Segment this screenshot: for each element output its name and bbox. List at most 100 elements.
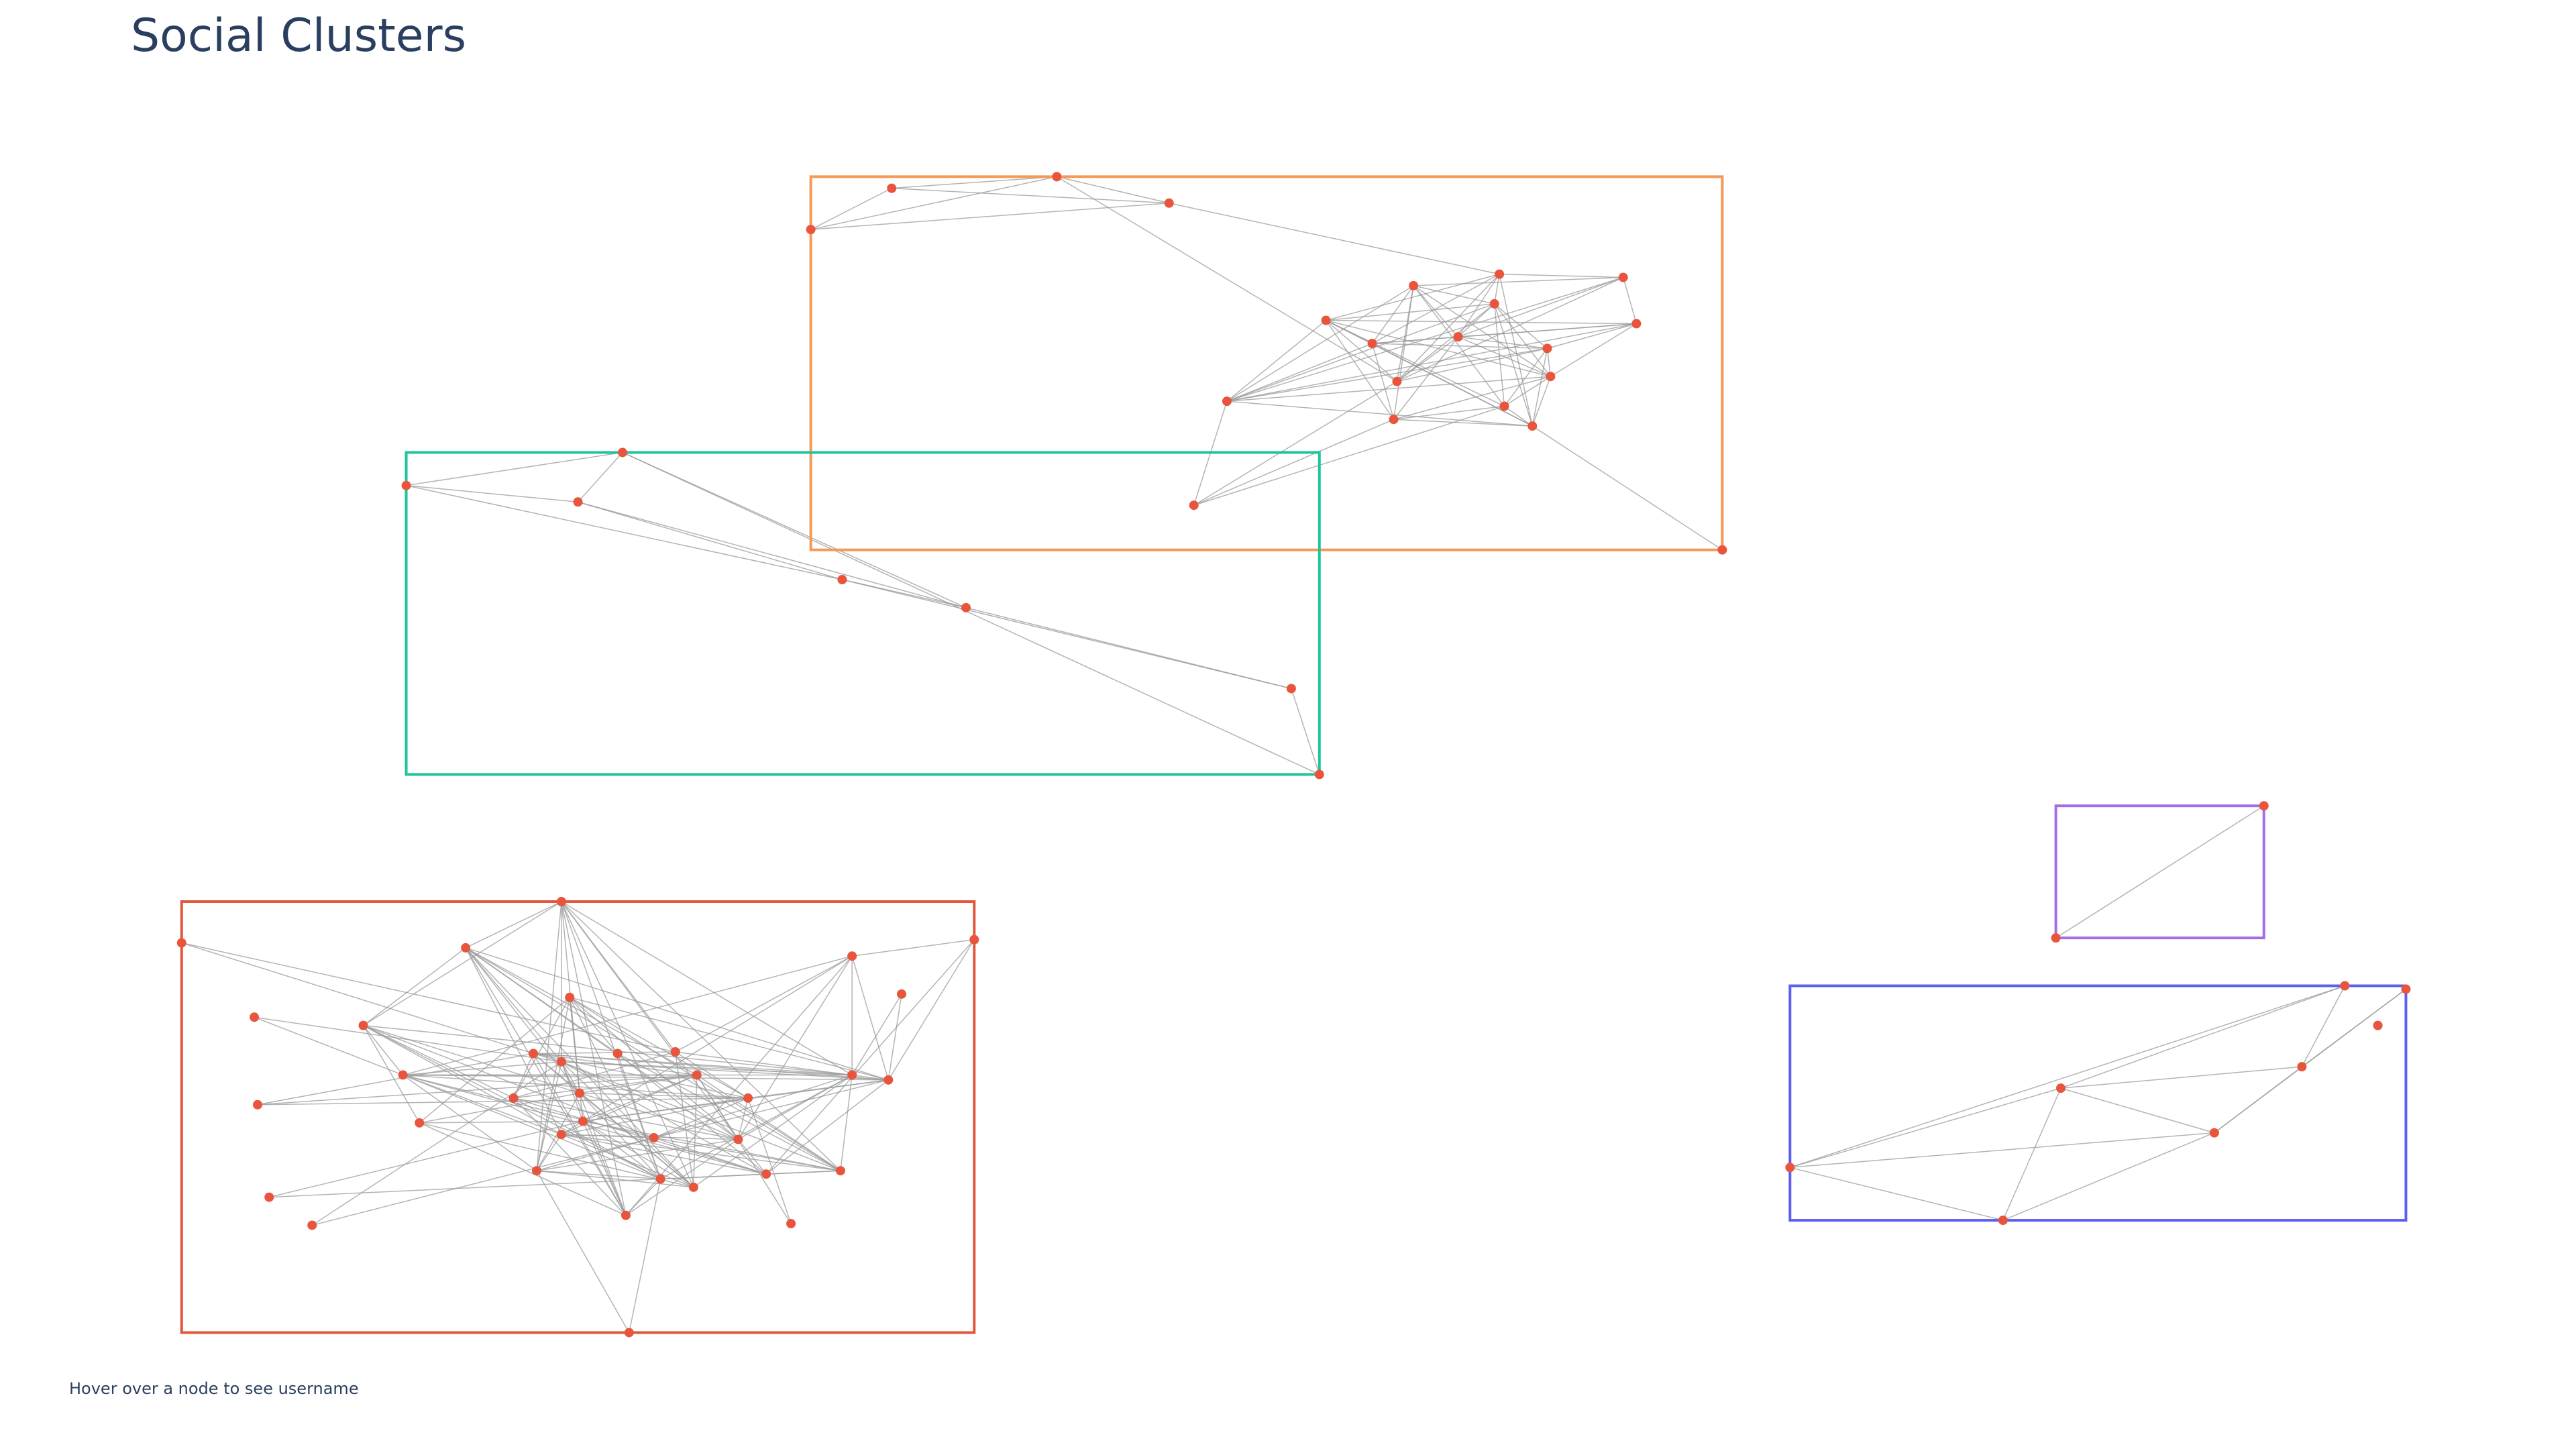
edge-line <box>2060 1087 2215 1134</box>
graph-node[interactable] <box>253 1099 262 1110</box>
edge-line <box>363 947 466 1026</box>
graph-node[interactable] <box>1453 332 1463 342</box>
graph-node[interactable] <box>1409 280 1419 290</box>
graph-node[interactable] <box>307 1220 317 1230</box>
graph-node[interactable] <box>2297 1062 2307 1072</box>
graph-node[interactable] <box>2259 801 2269 811</box>
graph-node[interactable] <box>2340 981 2350 991</box>
graph-node[interactable] <box>508 1093 519 1103</box>
edge-line <box>561 901 853 1076</box>
graph-node[interactable] <box>573 497 583 507</box>
edges-layer <box>181 176 2406 1333</box>
edge-line <box>1226 347 1548 402</box>
graph-node[interactable] <box>612 1049 623 1059</box>
graph-node[interactable] <box>575 1088 584 1098</box>
graph-node[interactable] <box>2056 1083 2065 1093</box>
edge-line <box>1193 419 1394 506</box>
edge-line <box>513 1097 767 1175</box>
edge-line <box>533 1053 749 1099</box>
graph-node[interactable] <box>670 1047 680 1057</box>
graph-node[interactable] <box>897 989 906 999</box>
graph-node[interactable] <box>847 951 857 961</box>
graph-node[interactable] <box>1052 172 1062 182</box>
graph-node[interactable] <box>847 1070 857 1080</box>
graph-node[interactable] <box>1499 401 1509 411</box>
graph-node[interactable] <box>1785 1163 1795 1173</box>
graph-node[interactable] <box>2401 984 2411 994</box>
graph-node[interactable] <box>692 1070 702 1080</box>
graph-node[interactable] <box>461 943 471 953</box>
graph-node[interactable] <box>401 480 411 490</box>
graph-node[interactable] <box>1189 500 1199 511</box>
graph-node[interactable] <box>1392 376 1402 386</box>
graph-node[interactable] <box>1495 269 1505 279</box>
edge-line <box>1397 336 1458 382</box>
graph-node[interactable] <box>806 225 816 235</box>
edge-line <box>1393 405 1505 420</box>
graph-node[interactable] <box>1527 421 1538 431</box>
edge-line <box>582 1121 627 1216</box>
graph-node[interactable] <box>2209 1128 2219 1138</box>
graph-node[interactable] <box>649 1133 659 1142</box>
graph-node[interactable] <box>761 1169 771 1179</box>
graph-node[interactable] <box>578 1116 588 1126</box>
edge-line <box>1326 303 1495 321</box>
graph-node[interactable] <box>618 447 627 458</box>
page-title: Social Clusters <box>131 9 467 62</box>
graph-node[interactable] <box>1286 684 1296 694</box>
graph-node[interactable] <box>264 1192 274 1202</box>
graph-node[interactable] <box>176 938 186 948</box>
graph-node[interactable] <box>2373 1020 2383 1030</box>
graph-node[interactable] <box>883 1075 894 1085</box>
graph-node[interactable] <box>1618 272 1628 282</box>
graph-node[interactable] <box>529 1049 539 1059</box>
edge-line <box>406 451 623 486</box>
edge-line <box>536 1061 562 1171</box>
graph-node[interactable] <box>655 1174 665 1184</box>
graph-node[interactable] <box>733 1134 743 1144</box>
graph-node[interactable] <box>1389 415 1399 425</box>
graph-node[interactable] <box>743 1093 753 1103</box>
graph-node[interactable] <box>565 992 575 1002</box>
graph-node[interactable] <box>835 1166 845 1176</box>
graph-node[interactable] <box>1489 299 1499 309</box>
graph-node[interactable] <box>1717 545 1727 555</box>
edge-line <box>406 484 843 580</box>
graph-node[interactable] <box>1222 396 1232 407</box>
graph-node[interactable] <box>688 1182 698 1192</box>
edge-line <box>254 1016 403 1076</box>
graph-node[interactable] <box>1321 315 1331 325</box>
graph-node[interactable] <box>532 1166 541 1176</box>
edge-line <box>629 1179 661 1333</box>
edge-line <box>536 1138 739 1171</box>
graph-node[interactable] <box>961 602 971 612</box>
graph-node[interactable] <box>1367 339 1377 348</box>
graph-node[interactable] <box>624 1328 634 1338</box>
graph-node[interactable] <box>1546 372 1556 382</box>
graph-node[interactable] <box>1631 319 1642 329</box>
edge-line <box>653 1074 853 1138</box>
graph-node[interactable] <box>556 1057 566 1067</box>
edge-line <box>2002 1132 2215 1221</box>
graph-node[interactable] <box>1542 343 1552 354</box>
graph-node[interactable] <box>250 1012 260 1022</box>
graph-node[interactable] <box>2051 933 2061 943</box>
graph-node[interactable] <box>887 183 897 193</box>
edge-line <box>851 956 890 1081</box>
graph-node[interactable] <box>415 1118 425 1128</box>
graph-node[interactable] <box>358 1020 368 1030</box>
edge-line <box>561 1061 739 1140</box>
graph-node[interactable] <box>621 1210 631 1220</box>
graph-node[interactable] <box>969 934 979 945</box>
graph-node[interactable] <box>398 1070 408 1080</box>
graph-node[interactable] <box>1164 198 1174 208</box>
graph-node[interactable] <box>556 1130 566 1140</box>
graph-node[interactable] <box>556 897 566 906</box>
graph-node[interactable] <box>837 575 847 584</box>
graph-node[interactable] <box>1998 1216 2008 1226</box>
edge-line <box>1193 405 1505 506</box>
graph-node[interactable] <box>786 1219 796 1228</box>
graph-node[interactable] <box>1314 769 1324 780</box>
edge-line <box>1325 320 1395 420</box>
